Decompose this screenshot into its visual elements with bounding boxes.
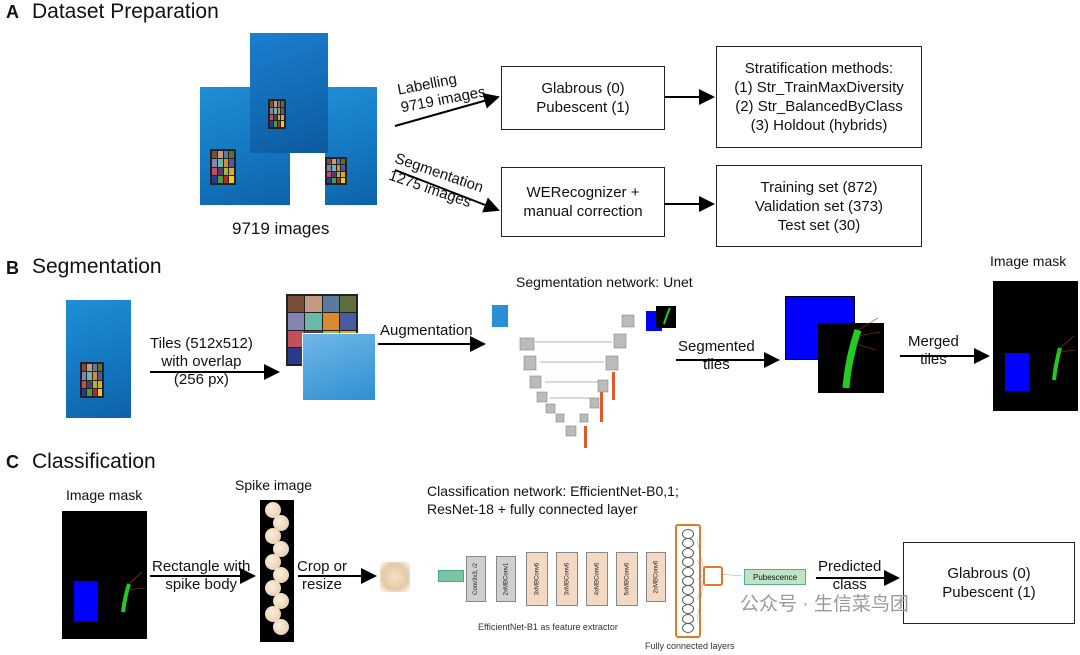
class-image-mask [62, 511, 147, 639]
spike-grain [265, 580, 281, 596]
color-checker-chart [325, 157, 347, 185]
spike-grain [273, 515, 289, 531]
segmentation-arrow [394, 169, 500, 213]
mbconv-layer-2: 3xMBConv6 [526, 552, 548, 606]
input-arrow-block [438, 570, 464, 582]
images-caption: 9719 images [232, 219, 330, 238]
predicted-class-label: Predicted class [818, 558, 882, 593]
unet-diagram [492, 305, 676, 448]
label-classes-box: Glabrous (0) Pubescent (1) [501, 66, 665, 130]
spike-grain [265, 502, 281, 518]
tiles-label: Tiles (512x512) with overlap (256 px) [150, 335, 253, 388]
image-mask-label: Image mask [66, 487, 143, 503]
color-checker-chart [210, 149, 236, 185]
mask-checker-blue [74, 581, 98, 621]
mbconv-layer-1: 2xMBConv1 [496, 556, 516, 602]
image-mask [993, 281, 1078, 411]
mask-spike-b [1052, 347, 1062, 381]
fc-layer [675, 524, 701, 638]
dataset-photo-2 [250, 33, 328, 153]
prediction-result-box: Glabrous (0) Pubescent (1) [903, 542, 1075, 624]
fc-layers-label: Fully connected layers [645, 641, 735, 651]
mbconv-layer-5: 5xMBConv6 [616, 552, 638, 606]
spike-image [260, 500, 294, 642]
mask-checker-blue [1005, 353, 1029, 391]
classification-network-title: Classification network: EfficientNet-B0,… [427, 483, 679, 517]
image-mask-title: Image mask [990, 253, 1067, 269]
spike-grain [273, 619, 289, 635]
cropped-spike [380, 562, 410, 592]
section-c-title: Classification [32, 450, 156, 473]
dataset-photo-3 [325, 87, 377, 205]
fc-node [682, 623, 694, 633]
mbconv-layer-3: 3xMBConv6 [556, 552, 578, 606]
input-photo [66, 300, 131, 418]
section-b-title: Segmentation [32, 255, 162, 278]
labelling-arrow [394, 93, 500, 127]
spike-grain [265, 528, 281, 544]
pubescence-node: Pubescence [744, 569, 806, 585]
tile-spike [302, 333, 376, 401]
conv-layer: Conv3x3, /2 [466, 556, 486, 602]
unet-input-tile [492, 305, 508, 327]
spike-grain [273, 541, 289, 557]
output-node [703, 566, 723, 586]
mask-spike-c [121, 583, 131, 613]
section-a-title: Dataset Preparation [32, 0, 219, 23]
watermark: 公众号 · 生信菜鸟团 [740, 594, 909, 615]
section-a-letter: A [6, 2, 19, 22]
spike-image-label: Spike image [235, 477, 313, 493]
color-checker-chart [80, 362, 104, 398]
color-checker-chart [268, 99, 286, 129]
section-c-letter: C [6, 452, 19, 472]
fc-connections [696, 539, 743, 621]
feature-extractor-label: EfficientNet-B1 as feature extractor [478, 622, 618, 632]
spike-grain [265, 606, 281, 622]
section-b-letter: B [6, 258, 19, 278]
stratification-box: Stratification methods: (1) Str_TrainMax… [716, 46, 922, 148]
spike-grain [273, 567, 289, 583]
segmented-spike [842, 328, 862, 389]
spike-grain [273, 593, 289, 609]
unet-title: Segmentation network: Unet [516, 274, 693, 290]
crop-label: Crop or resize [297, 558, 348, 593]
mbconv-layer-4: 4xMBConv6 [586, 552, 608, 606]
mbconv-layer-6: 2xMBConv6 [646, 552, 666, 602]
augmentation-label: Augmentation [380, 322, 473, 339]
werecognizer-box: WERecognizer + manual correction [501, 167, 665, 237]
dataset-split-box: Training set (872) Validation set (373) … [716, 165, 922, 247]
spike-grain [265, 554, 281, 570]
rectangle-label: Rectangle with spike body [152, 558, 251, 593]
